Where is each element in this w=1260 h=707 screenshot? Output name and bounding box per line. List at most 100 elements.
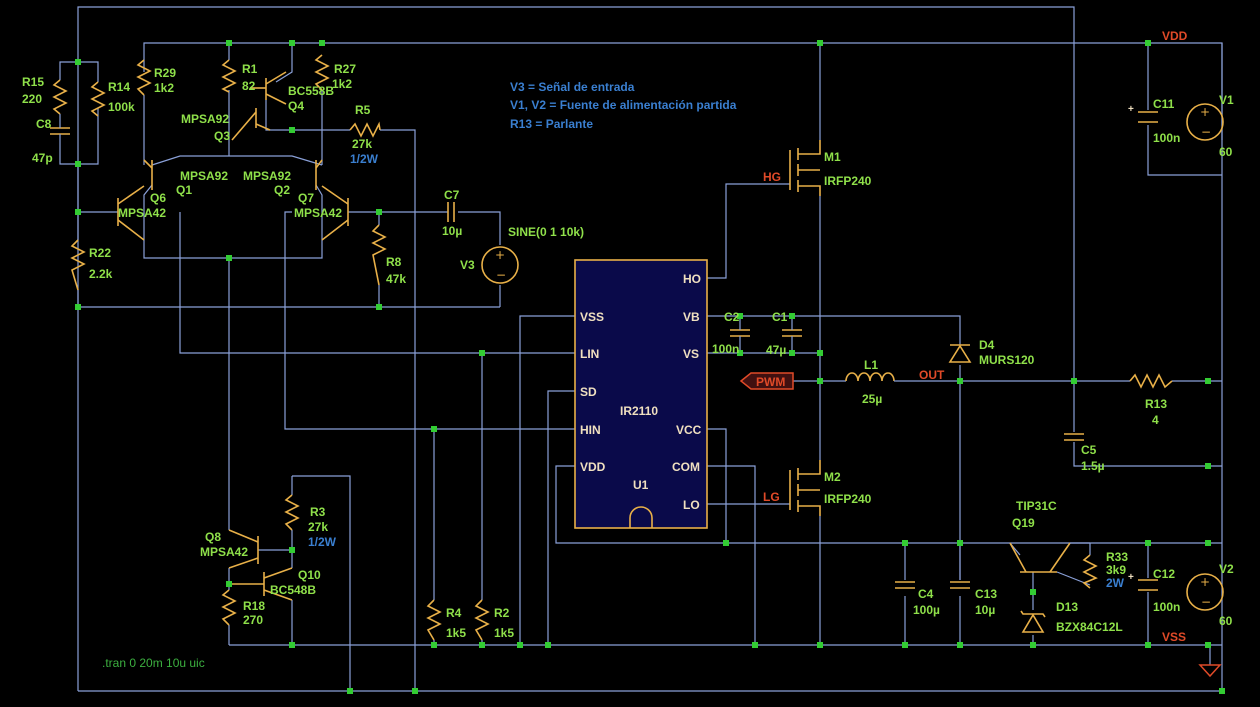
label-components-r27-val: 1k2 <box>332 77 352 91</box>
label-components-c8-ref: C8 <box>36 117 52 131</box>
label-components-r33-val: 3k9 <box>1106 563 1126 577</box>
transistor-q4 <box>250 71 287 105</box>
label-components-r2-val: 1k5 <box>494 626 514 640</box>
label-components-r14-ref: R14 <box>108 80 130 94</box>
label-components-c5-val: 1.5µ <box>1081 459 1105 473</box>
spice-directive: .tran 0 20m 10u uic <box>102 656 205 670</box>
label-components-r1-ref: R1 <box>242 62 258 76</box>
transistor-q1 <box>143 159 153 190</box>
inductor-l1 <box>845 372 895 382</box>
voltage-source-v3: +− <box>481 246 519 284</box>
label-components-q10-model: BC548B <box>270 583 316 597</box>
label-components-q7-ref: Q7 <box>298 191 314 205</box>
junctions <box>75 40 1225 694</box>
label-components-c4-ref: C4 <box>918 587 934 601</box>
label-components-c7-ref: C7 <box>444 188 460 202</box>
label-components-r5-power: 1/2W <box>350 152 379 166</box>
label-components-d13-model: BZX84C12L <box>1056 620 1123 634</box>
ic-pin-sd: SD <box>580 385 597 399</box>
component-symbols: + + +− +− +− <box>50 54 1224 678</box>
label-components-q4-model: BC558B <box>288 84 334 98</box>
voltage-source-v1: +− <box>1186 103 1224 141</box>
ic-pin-vb: VB <box>683 310 700 324</box>
svg-text:+: + <box>1200 105 1210 119</box>
mosfet-m1 <box>789 140 821 196</box>
net-label-vdd: VDD <box>1162 29 1188 43</box>
label-components-c1-val: 47µ <box>766 343 786 357</box>
resistor-r4 <box>426 599 442 641</box>
ic-pin-ho: HO <box>683 272 701 286</box>
resistor-r33 <box>1082 554 1098 589</box>
pwm-port <box>739 372 794 390</box>
label-components-c2-ref: C2 <box>724 310 740 324</box>
label-components-v3-ref: V3 <box>460 258 475 272</box>
resistor-r1 <box>221 59 237 93</box>
label-components-q10-ref: Q10 <box>298 568 321 582</box>
label-components-r15-ref: R15 <box>22 75 44 89</box>
capacitor-c11: + <box>1128 104 1158 123</box>
label-components-q8-model: MPSA42 <box>200 545 248 559</box>
label-components-r3-val: 27k <box>308 520 328 534</box>
label-components-v3-val: SINE(0 1 10k) <box>508 225 584 239</box>
label-components-c12-val: 100n <box>1153 600 1180 614</box>
capacitor-c7 <box>447 202 455 222</box>
diode-d4 <box>948 344 972 363</box>
ic-ref: U1 <box>633 478 649 492</box>
label-components-c11-ref: C11 <box>1153 97 1175 111</box>
label-components-l1-ref: L1 <box>864 358 878 372</box>
label-components-r33-ref: R33 <box>1106 550 1128 564</box>
ic-pin-hin: HIN <box>580 423 601 437</box>
label-components-c11-val: 100n <box>1153 131 1180 145</box>
label-components-q1-model: MPSA92 <box>180 169 228 183</box>
label-components-q3-ref: Q3 <box>214 129 230 143</box>
label-components-c12-ref: C12 <box>1153 567 1175 581</box>
label-components-q1-ref: Q1 <box>176 183 192 197</box>
note-line-1: V3 = Señal de entrada <box>510 80 635 94</box>
label-components-r3-power: 1/2W <box>308 535 337 549</box>
svg-text:−: − <box>496 268 506 282</box>
label-components-r15-val: 220 <box>22 92 42 106</box>
label-components-q7-model: MPSA42 <box>294 206 342 220</box>
label-components-d13-ref: D13 <box>1056 600 1078 614</box>
label-components-q6-ref: Q6 <box>150 191 166 205</box>
resistor-r15 <box>52 79 68 115</box>
svg-text:−: − <box>1201 125 1211 139</box>
label-components-r33-power: 2W <box>1106 576 1125 590</box>
resistor-r13 <box>1129 373 1173 389</box>
resistor-r27 <box>314 54 330 91</box>
resistor-r22 <box>70 239 86 291</box>
label-components-v1-val: 60 <box>1219 145 1233 159</box>
label-components-r14-val: 100k <box>108 100 135 114</box>
resistor-r5 <box>349 121 381 138</box>
label-components-v1-ref: V1 <box>1219 93 1234 107</box>
ic-pin-lo: LO <box>683 498 700 512</box>
ic-name: IR2110 <box>620 404 658 418</box>
resistor-r2 <box>474 599 490 641</box>
label-components-c4-val: 100µ <box>913 603 940 617</box>
label-components-r27-ref: R27 <box>334 62 356 76</box>
transistor-q3 <box>231 108 271 141</box>
transistor-q6 <box>117 185 145 241</box>
labels: V3 = Señal de entrada V1, V2 = Fuente de… <box>22 29 1234 670</box>
svg-text:+: + <box>495 248 505 262</box>
label-components-q8-ref: Q8 <box>205 530 221 544</box>
label-components-c1-ref: C1 <box>772 310 788 324</box>
ic-pin-vcc: VCC <box>676 423 702 437</box>
capacitor-c12: + <box>1128 572 1158 591</box>
label-components-v2-ref: V2 <box>1219 562 1234 576</box>
net-label-pwm: PWM <box>756 375 785 389</box>
label-components-m1-ref: M1 <box>824 150 841 164</box>
label-components-r13-ref: R13 <box>1145 397 1167 411</box>
resistor-r14 <box>90 81 106 117</box>
label-components-q2-ref: Q2 <box>274 183 290 197</box>
resistor-r29 <box>136 59 152 96</box>
mosfet-m2 <box>789 460 821 516</box>
label-components-q4-ref: Q4 <box>288 99 304 113</box>
net-label-lg: LG <box>763 490 780 504</box>
note-line-3: R13 = Parlante <box>510 117 593 131</box>
transistor-q8 <box>228 529 259 569</box>
capacitor-c5 <box>1064 433 1084 441</box>
label-components-v2-val: 60 <box>1219 614 1233 628</box>
resistor-r8 <box>371 224 387 286</box>
